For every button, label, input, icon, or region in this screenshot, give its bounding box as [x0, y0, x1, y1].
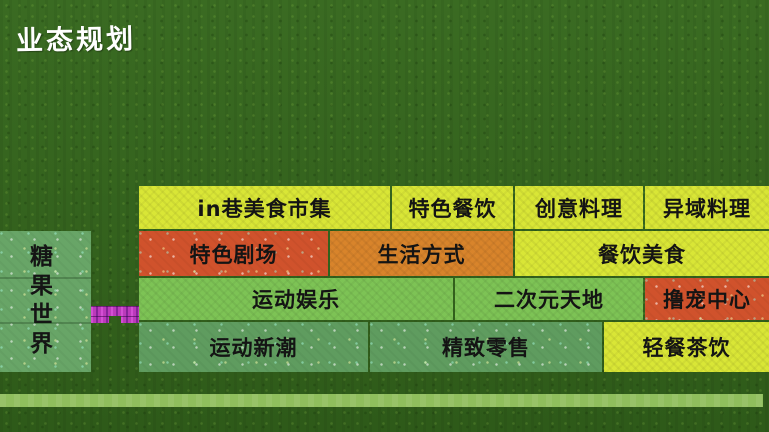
zone-label: 特色餐饮	[408, 196, 497, 221]
zone-lifestyle: 生活方式	[330, 231, 513, 276]
zone-creative-cuisine: 创意料理	[515, 186, 643, 229]
zone-label: 二次元天地	[494, 288, 604, 312]
zone-label: 运动新潮	[209, 336, 298, 360]
zone-label: 创意料理	[535, 196, 623, 221]
pixel-bridge-left-leg	[91, 316, 109, 323]
zone-pet-center: 撸宠中心	[645, 278, 769, 320]
zone-sports-entertainment: 运动娱乐	[139, 278, 453, 320]
zone-label: 精致零售	[442, 336, 530, 360]
zone-label: 糖果世界	[25, 243, 52, 360]
zone-light-meals-tea: 轻餐茶饮	[604, 322, 769, 372]
zone-label: in巷美食市集	[197, 196, 332, 221]
pixel-bridge-deck	[91, 306, 139, 316]
zone-label: 轻餐茶饮	[642, 336, 731, 360]
zone-label: 撸宠中心	[663, 288, 751, 312]
zone-special-dining: 特色餐饮	[392, 186, 513, 229]
zone-in-alley-food-market: in巷美食市集	[139, 186, 390, 229]
zone-fine-retail: 精致零售	[370, 322, 602, 372]
zone-label: 餐饮美食	[598, 242, 686, 267]
zone-label: 异域料理	[663, 196, 751, 221]
zone-label: 运动娱乐	[252, 288, 340, 312]
page-title: 业态规划	[15, 23, 137, 58]
zone-sports-trend: 运动新潮	[139, 322, 368, 372]
zone-candy-world: 糖果世界	[0, 231, 91, 372]
zone-label: 特色剧场	[189, 242, 278, 267]
zone-2d-anime-world: 二次元天地	[455, 278, 643, 320]
pixel-bridge-right-leg	[121, 316, 139, 323]
zone-exotic-cuisine: 异域料理	[645, 186, 769, 229]
divider	[0, 277, 91, 279]
zone-dining-food: 餐饮美食	[515, 231, 769, 276]
footer-stripe	[0, 394, 763, 407]
divider	[0, 322, 91, 324]
zone-label: 生活方式	[377, 242, 466, 267]
zone-special-theater: 特色剧场	[139, 231, 328, 276]
